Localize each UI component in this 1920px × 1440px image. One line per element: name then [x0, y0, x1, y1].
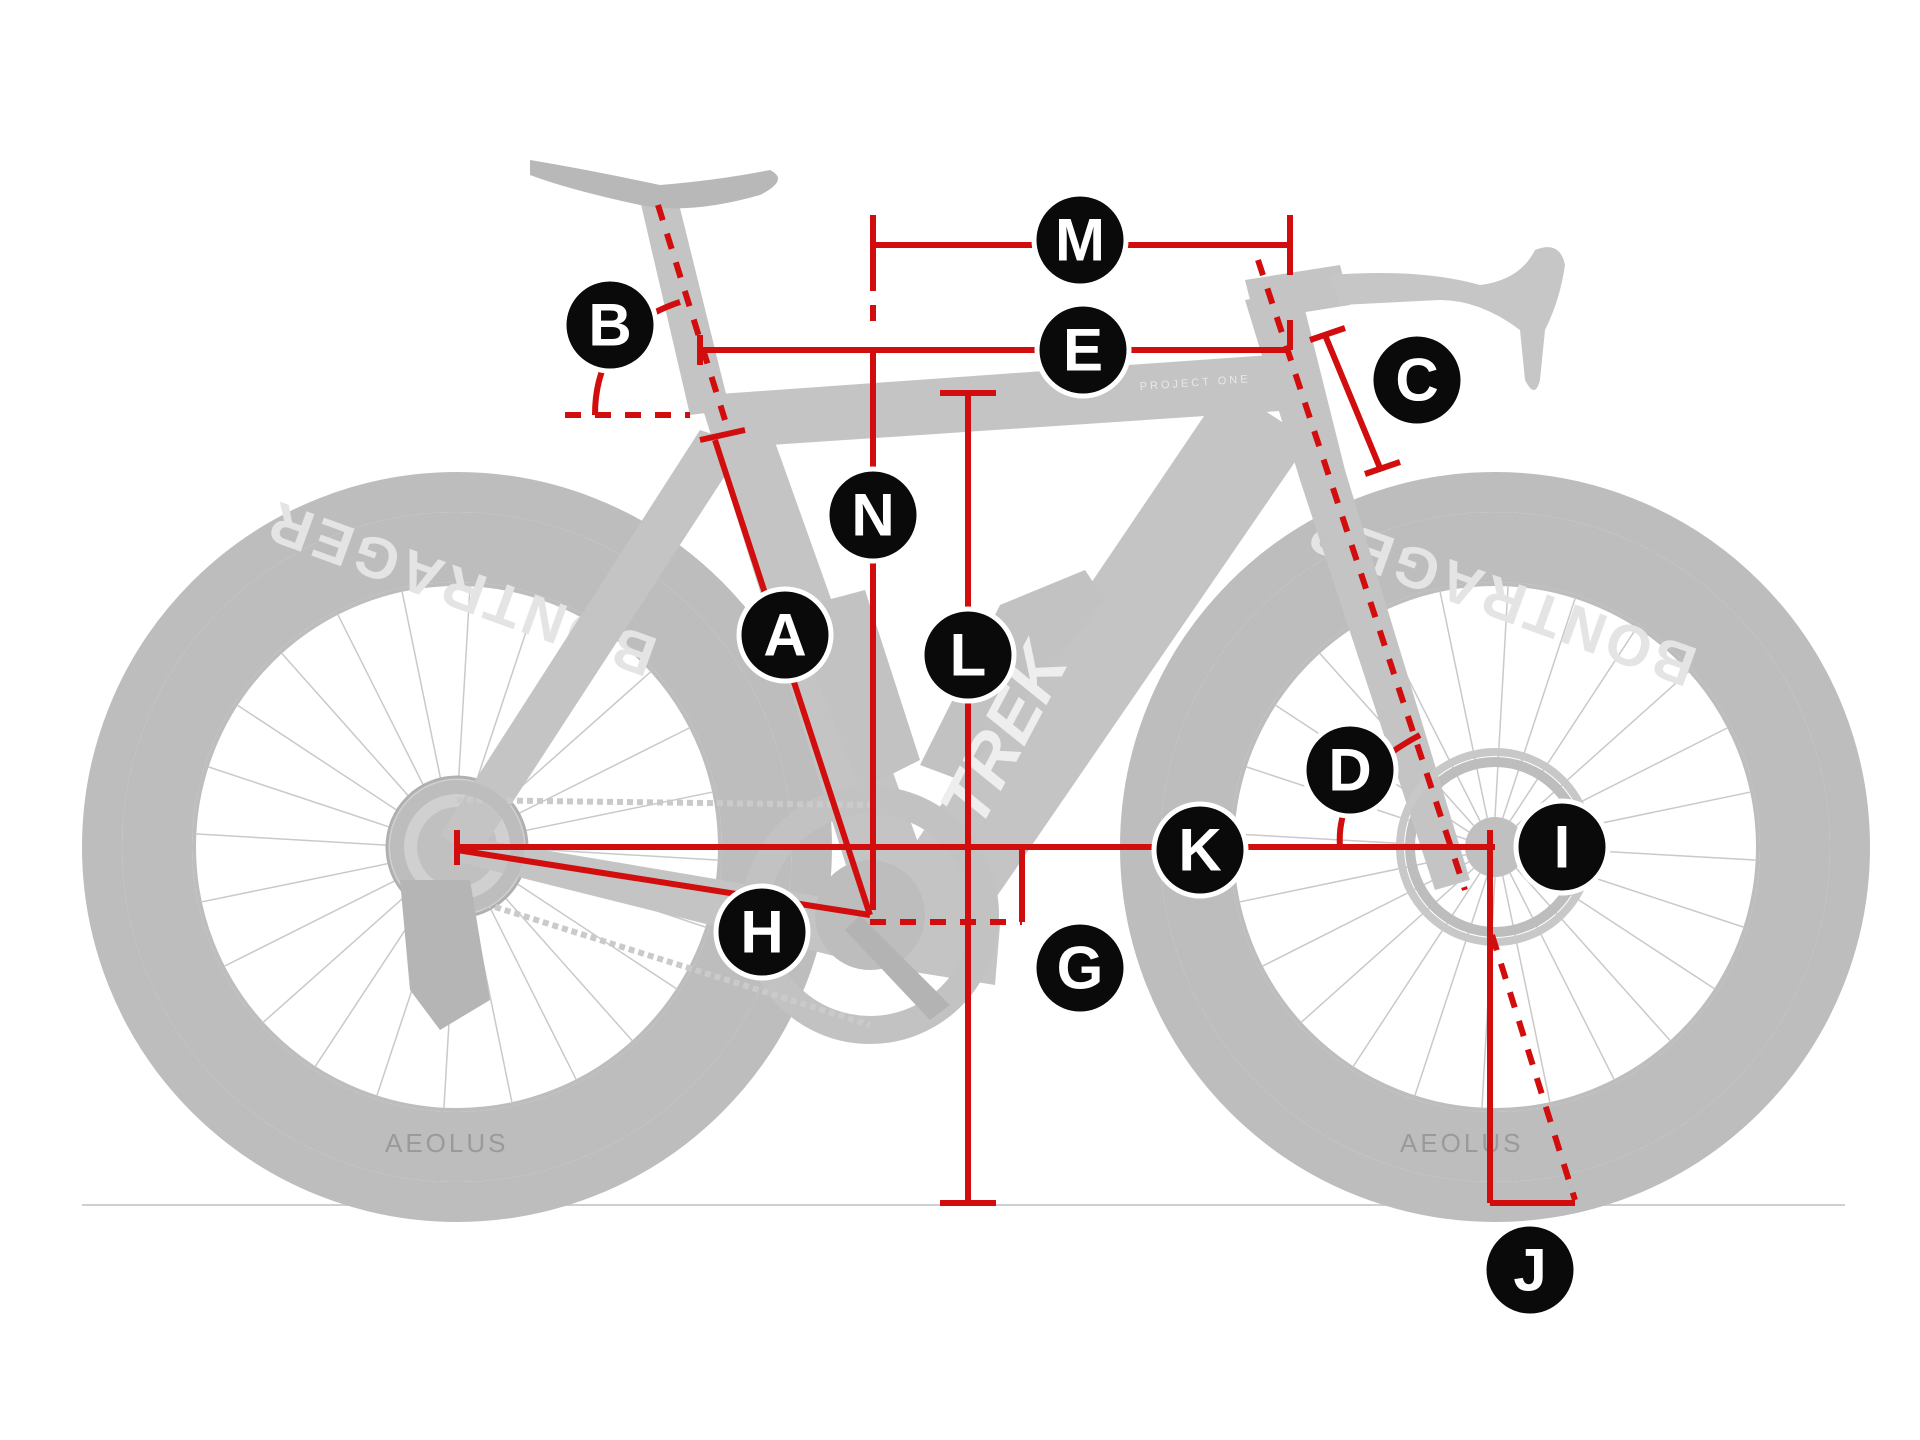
label-I: I [1513, 798, 1611, 896]
spoke [484, 874, 634, 1042]
label-J-text: J [1513, 1237, 1546, 1304]
label-C: C [1368, 331, 1466, 429]
label-N-text: N [851, 482, 894, 549]
spoke [1509, 626, 1638, 822]
spoke [456, 585, 471, 808]
spoke [1494, 585, 1509, 818]
spoke [1300, 867, 1475, 1024]
label-E-text: E [1063, 317, 1103, 384]
spoke [495, 791, 714, 838]
label-N: N [824, 466, 922, 564]
spoke [1509, 872, 1616, 1081]
rear-rim-model: AEOLUS [385, 1128, 509, 1158]
label-B: B [561, 276, 659, 374]
label-J: J [1481, 1221, 1579, 1319]
spoke [1352, 872, 1481, 1068]
label-H-text: H [740, 899, 783, 966]
spoke [491, 866, 678, 990]
label-K-text: K [1178, 817, 1221, 884]
spoke [1439, 590, 1488, 819]
label-K: K [1151, 801, 1249, 899]
spoke [336, 613, 438, 813]
spoke [1413, 875, 1488, 1097]
label-H: H [713, 883, 811, 981]
spoke [491, 726, 691, 828]
label-A: A [736, 586, 834, 684]
spoke [200, 856, 419, 903]
spoke [223, 866, 423, 968]
label-D: D [1301, 721, 1399, 819]
label-C-text: C [1395, 347, 1438, 414]
spoke [401, 590, 448, 809]
label-L: L [919, 606, 1017, 704]
label-M-text: M [1055, 207, 1105, 274]
label-E: E [1034, 301, 1132, 399]
spoke [262, 874, 430, 1024]
spoke [280, 652, 430, 820]
spoke [1515, 670, 1690, 827]
spoke [236, 704, 423, 828]
spoke [1502, 875, 1551, 1104]
spoke [466, 597, 539, 809]
spoke [207, 765, 419, 838]
label-L-text: L [950, 622, 987, 689]
spoke [195, 833, 418, 848]
front-rim-model: AEOLUS [1400, 1128, 1524, 1158]
label-M: M [1031, 191, 1129, 289]
spoke [1502, 597, 1577, 819]
label-G-text: G [1057, 935, 1104, 1002]
label-A-text: A [763, 602, 806, 669]
spoke [1515, 867, 1672, 1042]
label-D-text: D [1328, 737, 1371, 804]
label-I-text: I [1554, 814, 1571, 881]
spoke [476, 881, 578, 1081]
label-G: G [1031, 919, 1129, 1017]
label-B-text: B [588, 292, 631, 359]
